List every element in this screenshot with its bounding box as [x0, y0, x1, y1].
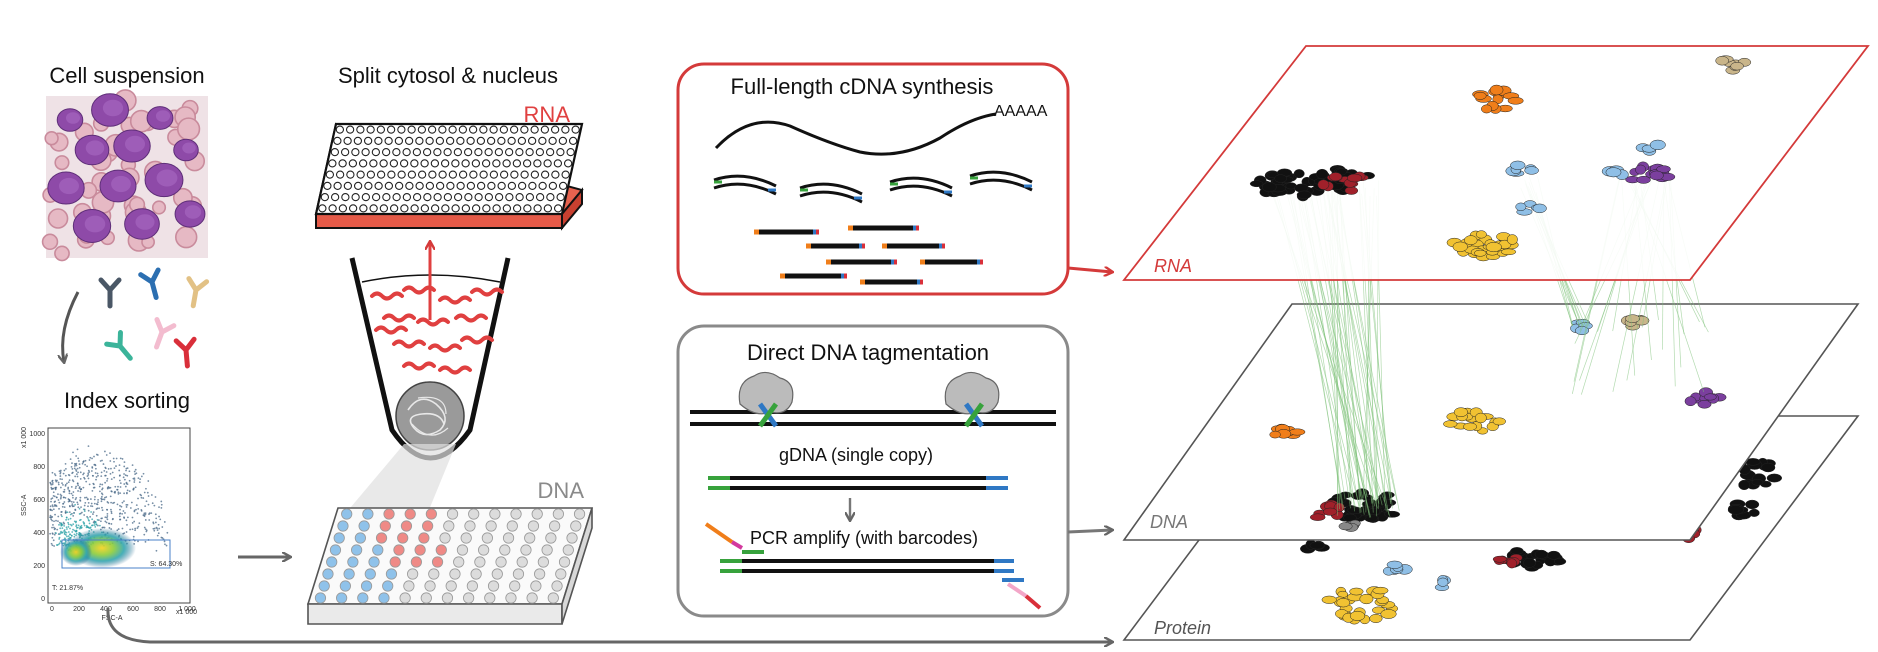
rna-plate — [314, 122, 584, 231]
facs-y-tick: 0 — [41, 596, 45, 603]
facs-xlabel: FSC-A — [102, 615, 123, 622]
tn5-icon — [944, 371, 1000, 428]
pcr-label: PCR amplify (with barcodes) — [750, 528, 978, 548]
facs-y-tick: 1000 — [29, 431, 45, 438]
nucleus-to-plate-cone — [340, 444, 456, 522]
cell-micrograph — [41, 89, 208, 262]
staining-arrow — [63, 291, 80, 362]
antibody-icon — [98, 277, 122, 309]
index-sorting-title: Index sorting — [64, 388, 190, 413]
cytosol-rna — [370, 285, 504, 375]
mrna-strand — [714, 112, 997, 156]
rna-plate-wells — [318, 125, 580, 213]
cdna-library — [754, 225, 983, 285]
cdna-fragments — [713, 170, 1033, 204]
rna-plate-label: RNA — [524, 102, 571, 127]
cdna-to-rna-arrow — [1067, 268, 1112, 272]
cdna-box: Full-length cDNA synthesis AAAAA — [676, 62, 1070, 296]
blast-cells — [47, 93, 206, 243]
dna-plane-label: DNA — [1150, 512, 1188, 532]
antibody-icon — [104, 330, 133, 361]
dna-to-dna-arrow — [1067, 530, 1112, 532]
antibody-icon — [154, 317, 177, 350]
antibodies — [63, 267, 210, 369]
cdna-title: Full-length cDNA synthesis — [731, 74, 994, 99]
polya-tail: AAAAA — [994, 103, 1048, 120]
antibody-icon — [186, 276, 210, 309]
facs-y-tick: 400 — [33, 530, 45, 537]
facs-y-tick: 600 — [33, 497, 45, 504]
facs-ylabel: SSC-A — [21, 494, 28, 516]
dna-box: Direct DNA tagmentation gDNA (single cop… — [676, 324, 1070, 618]
sort-to-protein-arrow — [106, 607, 1112, 642]
facs-y-multiplier: x1 000 — [21, 427, 28, 448]
facs-y-tick: 200 — [33, 563, 45, 570]
split-title: Split cytosol & nucleus — [338, 63, 558, 88]
dna-plate — [306, 507, 594, 625]
tn5-icon — [738, 371, 794, 428]
facs-x-tick: 800 — [154, 606, 166, 613]
facs-y-tick: 800 — [33, 464, 45, 471]
rna-plane: RNA — [1122, 45, 1870, 281]
gate-s-label: S: 64.30% — [150, 561, 182, 568]
facs-x-tick: 600 — [127, 606, 139, 613]
facs-events — [49, 445, 169, 552]
tube — [349, 242, 511, 461]
antibody-icon — [173, 336, 197, 369]
gate-t-label: T: 21.87% — [52, 585, 83, 592]
dna-plate-label: DNA — [538, 478, 585, 503]
facs-x-tick: 200 — [73, 606, 85, 613]
facs-y-ticks: 1000 800 600 400 200 0 — [29, 431, 45, 603]
facs-x-tick: 0 — [50, 606, 54, 613]
facs-x-multiplier: x1 000 — [176, 609, 197, 616]
facs-x-tick: 1 000 — [178, 606, 196, 613]
gate-s — [61, 539, 171, 569]
protein-plane-label: Protein — [1154, 618, 1211, 638]
antibody-icon — [138, 267, 161, 300]
cell-suspension-title: Cell suspension — [49, 63, 204, 88]
rna-plane-label: RNA — [1154, 256, 1192, 276]
facs-x-tick: 400 — [100, 606, 112, 613]
dna-plate-wells — [314, 508, 586, 604]
facs-plot: S: 64.30% T: 21.87% SSC-A FSC-A x1 000 x… — [21, 427, 197, 622]
nucleus — [395, 381, 465, 451]
rna-clusters — [1249, 55, 1752, 262]
dna-tagmentation-title: Direct DNA tagmentation — [747, 340, 989, 365]
gdna-label: gDNA (single copy) — [779, 445, 933, 465]
facs-x-ticks: 0 200 400 600 800 1 000 — [50, 606, 196, 613]
